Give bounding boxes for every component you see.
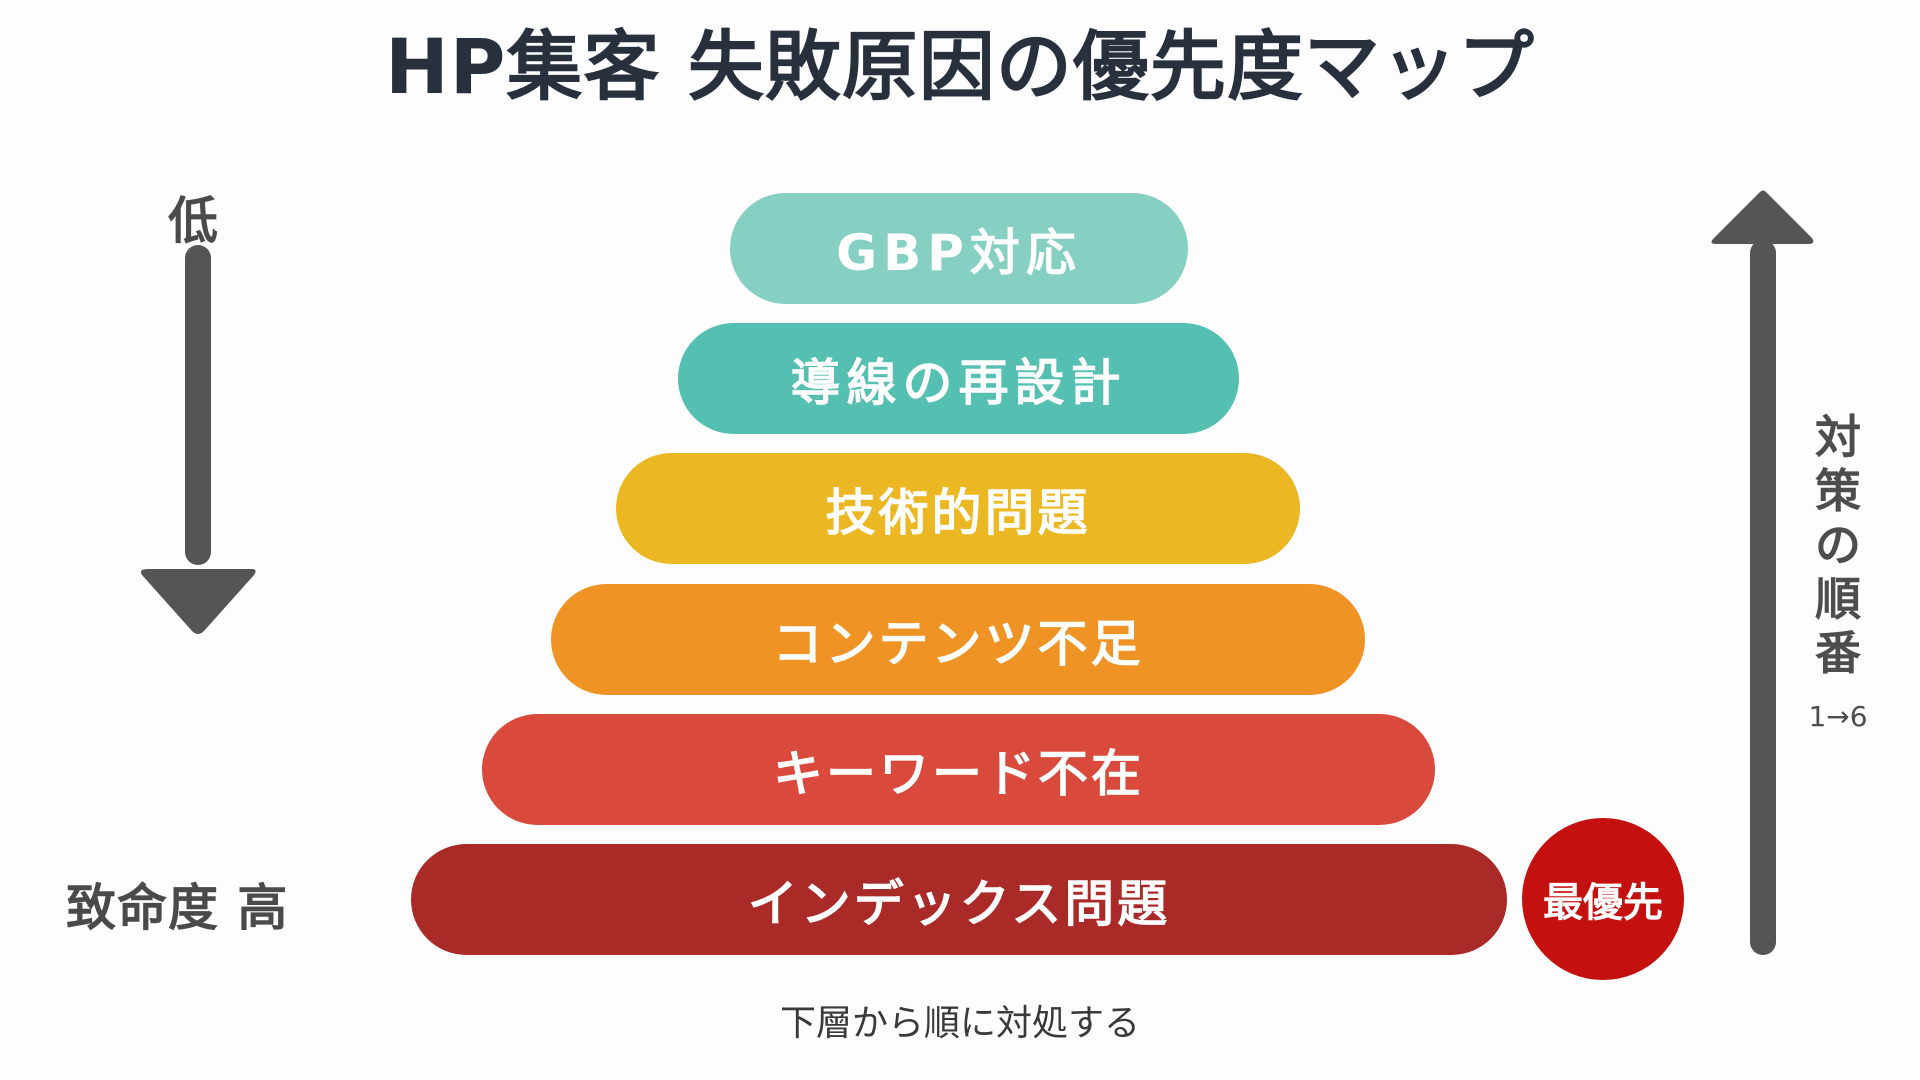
pyramid-layer-funnel-redesign: 導線の再設計 xyxy=(678,323,1239,434)
pyramid-layer-gbp: GBP対応 xyxy=(730,193,1188,304)
top-priority-badge: 最優先 xyxy=(1522,818,1684,980)
layer-label: 導線の再設計 xyxy=(790,353,1127,412)
countermeasure-order-label: 対策の順番 xyxy=(1815,410,1861,680)
high-severity-label: 致命度 高 xyxy=(66,879,289,937)
layer-label: コンテンツ不足 xyxy=(772,614,1144,673)
arrow-down-icon xyxy=(140,245,256,634)
order-range-label: 1→6 xyxy=(1808,700,1868,733)
pyramid-layer-missing-keywords: キーワード不在 xyxy=(482,714,1435,825)
caption: 下層から順に対処する xyxy=(779,1003,1140,1044)
layer-label: インデックス問題 xyxy=(747,874,1171,933)
page-title: HP集客 失敗原因の優先度マップ xyxy=(385,22,1535,111)
badge-label: 最優先 xyxy=(1543,880,1663,926)
layer-label: 技術的問題 xyxy=(825,483,1091,542)
low-severity-label: 低 xyxy=(168,192,218,250)
pyramid-layer-indexing-issues: インデックス問題 xyxy=(411,844,1507,955)
arrow-up-icon xyxy=(1711,190,1814,955)
layer-label: キーワード不在 xyxy=(773,744,1144,803)
pyramid-layer-technical-issues: 技術的問題 xyxy=(616,453,1300,564)
layer-label: GBP対応 xyxy=(836,223,1082,282)
pyramid-layer-content-shortage: コンテンツ不足 xyxy=(551,584,1365,695)
